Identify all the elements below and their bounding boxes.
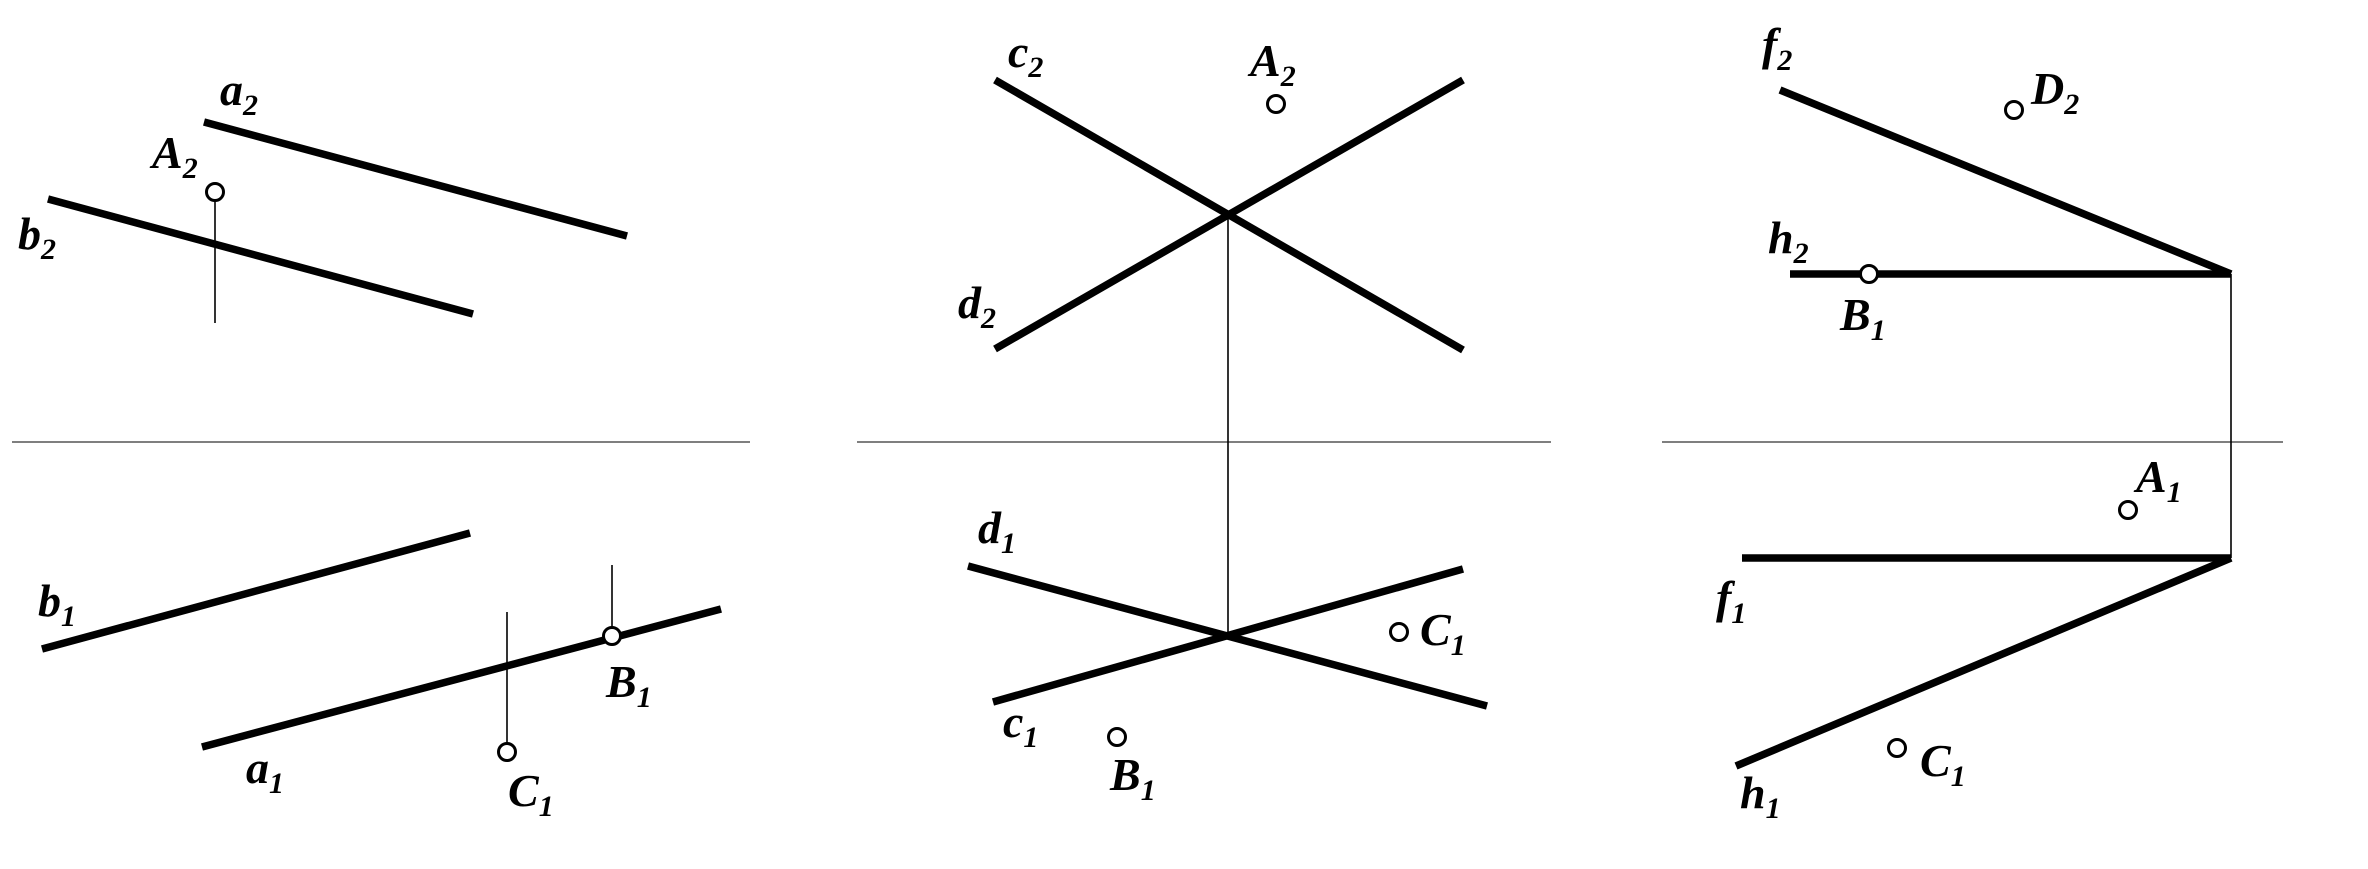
- point-B1-on-h2: [1859, 264, 1879, 284]
- point-B1: [1107, 727, 1127, 747]
- point-C1: [1389, 622, 1409, 642]
- point-C1: [497, 742, 517, 762]
- label-C1: C1: [508, 765, 554, 823]
- point-A1: [2118, 500, 2138, 520]
- line-b1: [41, 529, 471, 653]
- label-C1: C1: [1920, 735, 1966, 793]
- label-h2: h2: [1768, 212, 1809, 270]
- line-b2: [47, 195, 474, 318]
- label-b2: b2: [18, 208, 56, 266]
- label-D2: D2: [2030, 63, 2079, 121]
- label-b1: b1: [38, 575, 76, 633]
- label-a1: a1: [246, 742, 284, 800]
- label-f2: f2: [1762, 19, 1792, 77]
- point-C1: [1887, 738, 1907, 758]
- line-a2: [203, 118, 628, 240]
- point-A2: [1266, 94, 1286, 114]
- panel-right: f2 D2 h2 B1 A1 f1 C1 h1: [1662, 19, 2283, 825]
- label-A2: A2: [149, 127, 198, 185]
- label-h1: h1: [1740, 767, 1781, 825]
- point-B1: [602, 626, 622, 646]
- label-A2: A2: [1247, 35, 1296, 93]
- point-A2: [205, 182, 225, 202]
- line-f2: [1778, 86, 2233, 278]
- line-a1: [201, 605, 722, 751]
- point-D2: [2004, 100, 2024, 120]
- panel-middle: c2 A2 d2 d1 C1 c1 B1: [857, 26, 1551, 807]
- label-B1: B1: [1839, 289, 1886, 347]
- label-f1: f1: [1716, 572, 1746, 630]
- label-C1: C1: [1420, 604, 1466, 662]
- line-h1: [1734, 554, 2233, 770]
- label-B1: B1: [605, 656, 652, 714]
- label-A1: A1: [2133, 451, 2182, 509]
- label-d1: d1: [978, 502, 1016, 560]
- label-a2: a2: [220, 64, 258, 122]
- label-c2: c2: [1008, 26, 1043, 84]
- label-d2: d2: [958, 277, 996, 335]
- label-B1: B1: [1109, 749, 1156, 807]
- panel-left: a2 A2 b2 b1 B1 a1 C1: [12, 64, 750, 823]
- line-c1: [991, 565, 1465, 706]
- line-d2: [993, 76, 1465, 353]
- label-c1: c1: [1003, 696, 1038, 754]
